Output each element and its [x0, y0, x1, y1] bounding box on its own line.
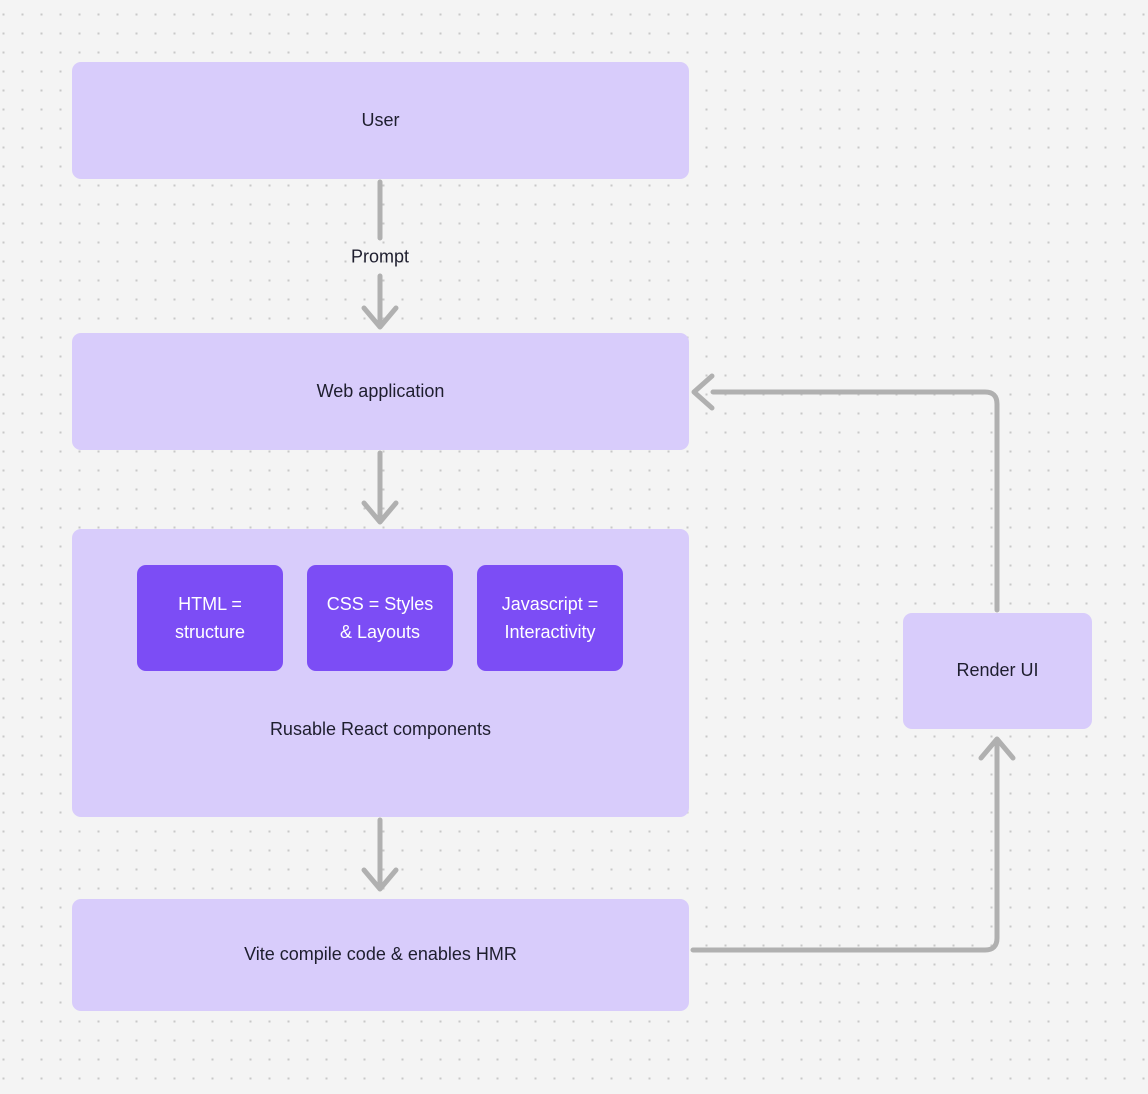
chip-css[interactable]: CSS = Styles & Layouts: [307, 565, 453, 671]
edge-webapp-to-components: [361, 450, 399, 525]
chip-html-label: HTML = structure: [174, 593, 246, 642]
node-render-ui[interactable]: Render UI: [903, 613, 1092, 729]
components-group-caption: Rusable React components: [269, 719, 492, 739]
chip-css-label: CSS = Styles & Layouts: [326, 593, 434, 642]
node-user-label: User: [361, 109, 400, 130]
chip-html[interactable]: HTML = structure: [137, 565, 283, 671]
node-web-application[interactable]: Web application: [72, 333, 689, 450]
node-vite-label: Vite compile code & enables HMR: [244, 944, 517, 965]
chip-javascript-label: Javascript = Interactivity: [501, 593, 599, 642]
edge-components-to-vite: [361, 817, 399, 892]
edge-vite-to-render: [690, 736, 1016, 953]
node-user[interactable]: User: [72, 62, 689, 179]
edge-label-prompt: Prompt: [350, 246, 410, 267]
node-web-application-label: Web application: [316, 380, 445, 401]
chip-javascript[interactable]: Javascript = Interactivity: [477, 565, 623, 671]
node-vite[interactable]: Vite compile code & enables HMR: [72, 899, 689, 1011]
node-render-ui-label: Render UI: [956, 660, 1039, 681]
edge-render-to-webapp: [691, 373, 1000, 613]
node-components-group[interactable]: HTML = structure CSS = Styles & Layouts …: [72, 529, 689, 817]
